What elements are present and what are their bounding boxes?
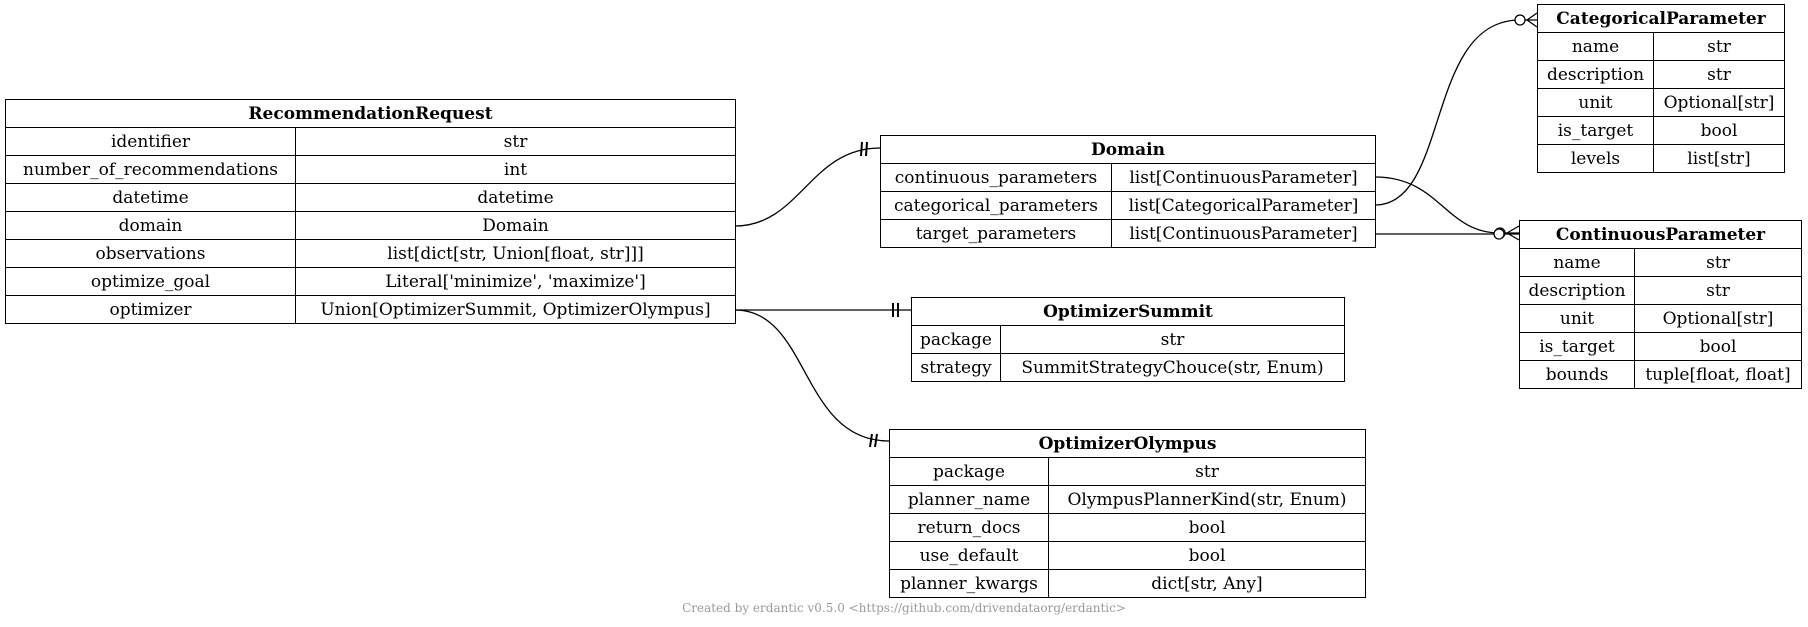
field-type: Optional[str]: [1653, 88, 1785, 117]
field-name: package: [889, 457, 1049, 486]
footer-credit: Created by erdantic v0.5.0 <https://gith…: [682, 601, 1126, 615]
field-type: list[dict[str, Union[float, str]]]: [295, 239, 736, 268]
field-type: str: [1048, 457, 1366, 486]
field-name: continuous_parameters: [880, 163, 1112, 192]
field-name: is_target: [1537, 116, 1654, 145]
edge-domain-categorical: [1374, 19, 1537, 206]
field-type: int: [295, 155, 736, 184]
field-name: number_of_recommendations: [5, 155, 296, 184]
field-name: description: [1519, 276, 1635, 305]
entity-title: ContinuousParameter: [1519, 220, 1802, 249]
field-name: planner_kwargs: [889, 569, 1049, 598]
field-name: is_target: [1519, 332, 1635, 361]
field-name: unit: [1537, 88, 1654, 117]
field-name: strategy: [911, 353, 1001, 382]
field-type: tuple[float, float]: [1634, 360, 1802, 389]
field-type: list[str]: [1653, 144, 1785, 173]
field-type: dict[str, Any]: [1048, 569, 1366, 598]
field-type: Union[OptimizerSummit, OptimizerOlympus]: [295, 295, 736, 324]
field-type: list[ContinuousParameter]: [1111, 219, 1376, 248]
entity-title: Domain: [880, 135, 1376, 164]
field-name: datetime: [5, 183, 296, 212]
field-name: name: [1537, 32, 1654, 61]
field-type: str: [1653, 32, 1785, 61]
field-name: target_parameters: [880, 219, 1112, 248]
field-type: str: [1634, 276, 1802, 305]
field-type: datetime: [295, 183, 736, 212]
field-type: bool: [1653, 116, 1785, 145]
entity-title: OptimizerSummit: [911, 297, 1345, 326]
field-type: SummitStrategyChouce(str, Enum): [1000, 353, 1345, 382]
field-name: planner_name: [889, 485, 1049, 514]
crowfoot-categorical: [1514, 12, 1538, 28]
field-type: str: [1000, 325, 1345, 354]
field-name: domain: [5, 211, 296, 240]
field-type: list[CategoricalParameter]: [1111, 191, 1376, 220]
entity-title: OptimizerOlympus: [889, 429, 1366, 458]
field-name: levels: [1537, 144, 1654, 173]
field-type: Domain: [295, 211, 736, 240]
one-marker-olympus: [869, 433, 878, 448]
edge-request-olympus: [734, 309, 890, 442]
field-name: optimize_goal: [5, 267, 296, 296]
one-marker-summit: [892, 303, 899, 317]
field-name: optimizer: [5, 295, 296, 324]
field-type: bool: [1634, 332, 1802, 361]
field-type: str: [1653, 60, 1785, 89]
field-type: bool: [1048, 513, 1366, 542]
field-type: bool: [1048, 541, 1366, 570]
field-name: identifier: [5, 127, 296, 156]
field-type: Literal['minimize', 'maximize']: [295, 267, 736, 296]
field-name: unit: [1519, 304, 1635, 333]
field-name: package: [911, 325, 1001, 354]
field-type: OlympusPlannerKind(str, Enum): [1048, 485, 1366, 514]
field-type: Optional[str]: [1634, 304, 1802, 333]
field-name: categorical_parameters: [880, 191, 1112, 220]
field-type: str: [1634, 248, 1802, 277]
field-name: description: [1537, 60, 1654, 89]
field-name: name: [1519, 248, 1635, 277]
field-type: list[ContinuousParameter]: [1111, 163, 1376, 192]
field-name: use_default: [889, 541, 1049, 570]
field-name: return_docs: [889, 513, 1049, 542]
field-name: observations: [5, 239, 296, 268]
entity-title: RecommendationRequest: [5, 99, 736, 128]
one-marker-domain: [860, 141, 868, 157]
edge-domain-continuous: [1374, 176, 1519, 234]
field-name: bounds: [1519, 360, 1635, 389]
crowfoot-continuous: [1493, 225, 1520, 241]
edge-request-domain: [734, 147, 881, 227]
entity-title: CategoricalParameter: [1537, 4, 1785, 33]
field-type: str: [295, 127, 736, 156]
